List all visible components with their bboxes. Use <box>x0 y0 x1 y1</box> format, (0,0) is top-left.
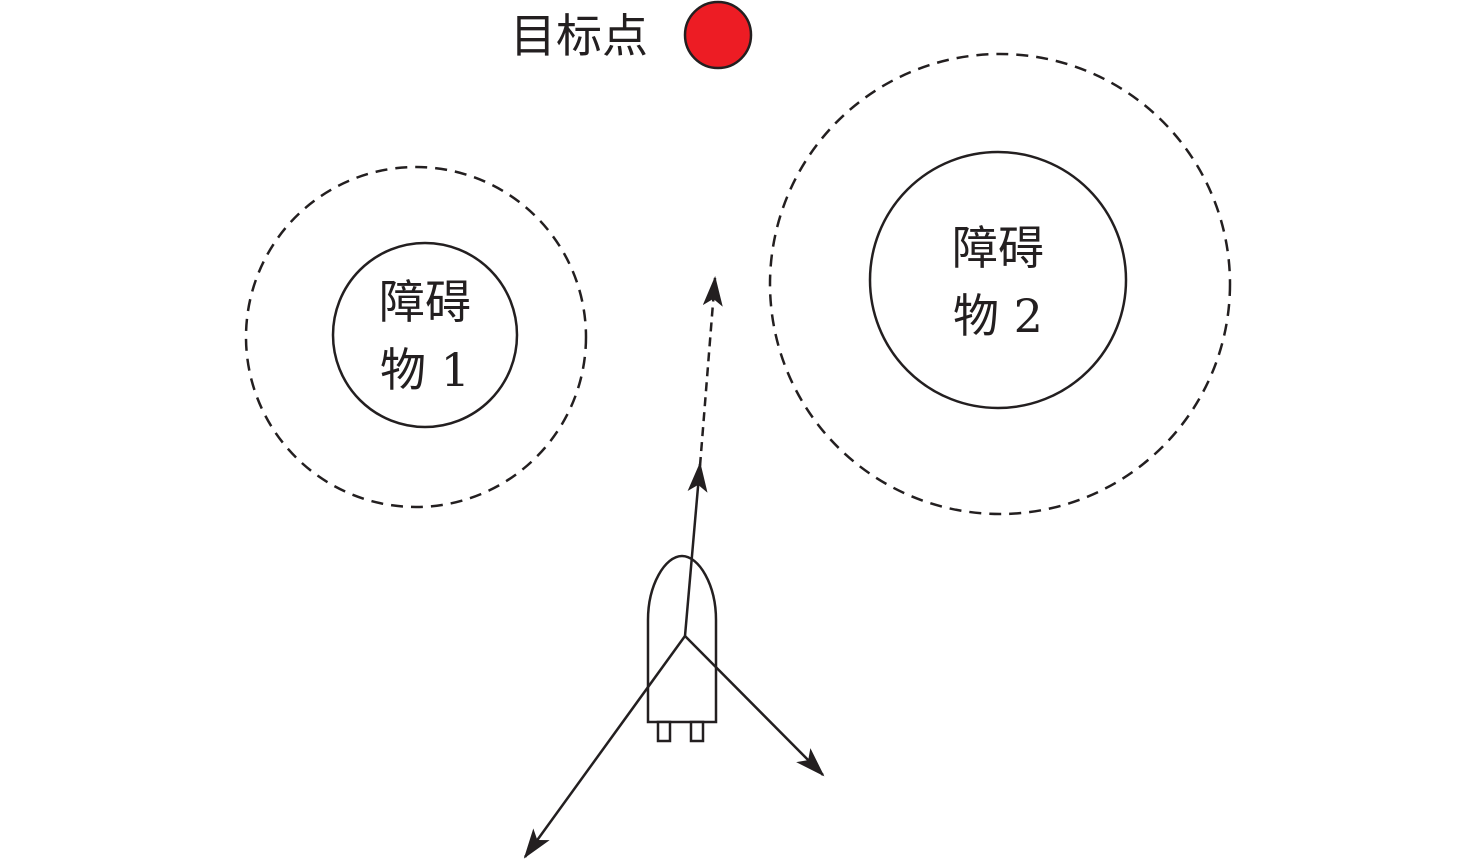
obstacle-2-safety-zone <box>768 52 1232 516</box>
target-label: 目标点 <box>510 9 648 63</box>
predicted-path-arrow <box>698 276 723 467</box>
obstacle-2-label-line1: 障碍 <box>952 221 1044 275</box>
obstacle-2-label-line2: 物 2 <box>953 289 1043 343</box>
obstacle-1-safety-zone <box>244 165 588 509</box>
ship-icon <box>646 554 718 743</box>
obstacle-1-circle <box>331 241 519 429</box>
right-sensor-arrow <box>684 635 825 777</box>
target-point-marker <box>683 0 753 70</box>
obstacle-1-label-line2: 物 1 <box>380 343 470 397</box>
heading-arrow <box>683 462 708 637</box>
obstacle-2-circle <box>868 150 1128 410</box>
left-sensor-arrow <box>523 635 687 859</box>
obstacle-1-label-line1: 障碍 <box>379 275 471 329</box>
